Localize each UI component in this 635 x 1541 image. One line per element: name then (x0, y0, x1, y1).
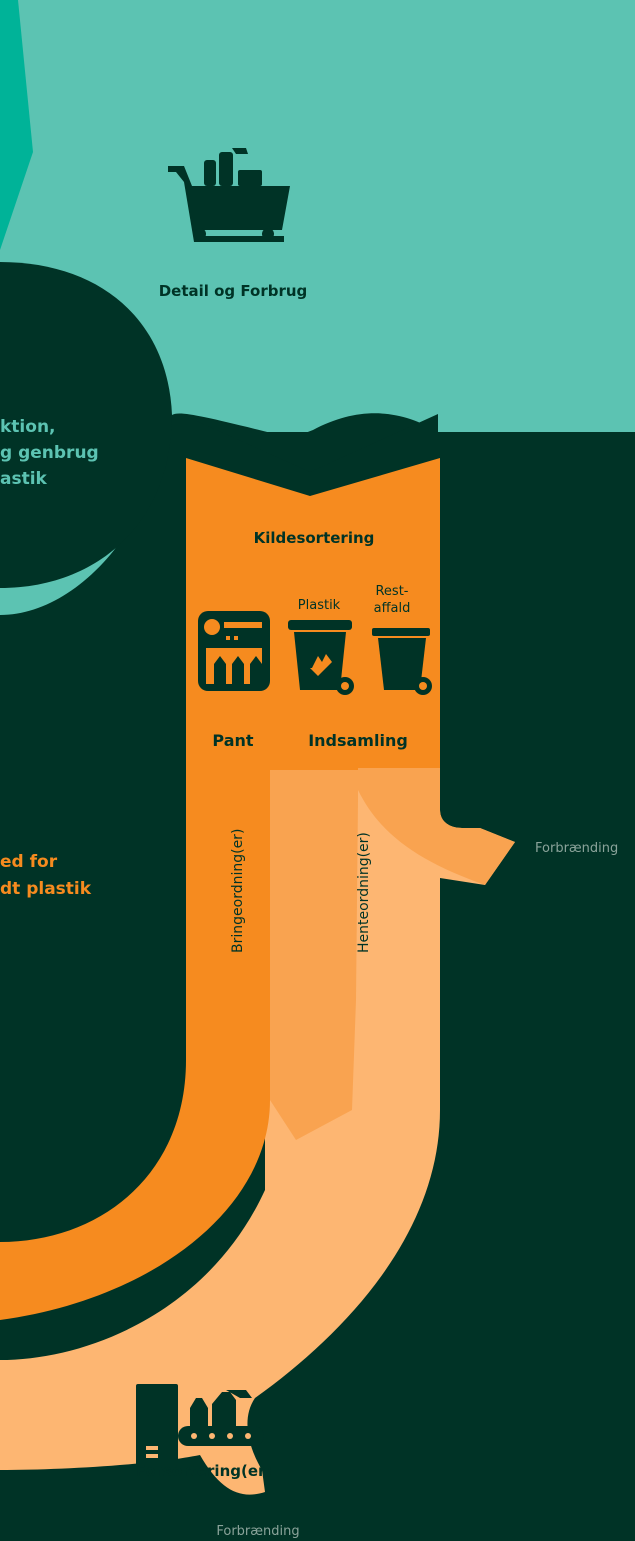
retail-label: Detail og Forbrug (159, 282, 308, 300)
kildesortering-title: Kildesortering (254, 529, 375, 547)
shopping-cart-icon (168, 148, 290, 242)
incineration-label-right: Forbrænding (535, 841, 618, 856)
reverse-vending-machine-icon (198, 611, 270, 691)
chevron-divider (190, 414, 438, 472)
center-dark-circle (0, 262, 172, 588)
teal-arrow-shape (0, 0, 33, 250)
bring-stream-band (0, 770, 270, 1320)
residual-waste-bin-icon (372, 628, 432, 695)
plastic-recycling-bin-icon (288, 620, 354, 695)
incineration-branch (358, 768, 515, 885)
orange-title-line2: dt plastik (0, 879, 92, 899)
indsamling-label: Indsamling (308, 731, 408, 750)
restaffald-label-line1: Rest- (375, 584, 408, 599)
restaffald-label-line2: affald (374, 601, 411, 616)
pant-label: Pant (212, 731, 253, 750)
orange-title-line1: ed for (0, 852, 58, 872)
henteordning-label: Henteordning(er) (356, 832, 372, 953)
center-title-line2: g genbrug (0, 443, 99, 463)
center-title-line1: ktion, (0, 417, 56, 437)
forsortering-label: Forsortering(er) (136, 1462, 273, 1480)
conveyor-sorting-icon (136, 1384, 264, 1466)
plastik-label: Plastik (298, 598, 341, 613)
center-title-line3: astik (0, 469, 48, 489)
hente-lane (270, 770, 358, 1140)
incineration-label-bottom: Forbrænding (216, 1524, 299, 1539)
bringeordning-label: Bringeordning(er) (230, 829, 246, 953)
hente-stream-band (0, 770, 515, 1495)
